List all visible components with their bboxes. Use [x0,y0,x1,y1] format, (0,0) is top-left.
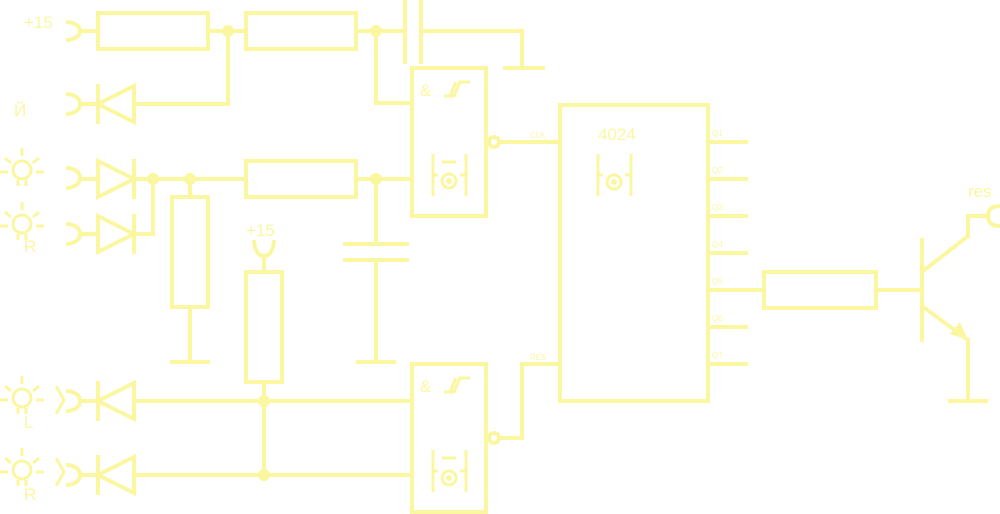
diode-d4 [93,379,136,423]
and1-label: & [420,81,432,100]
resistor-r4 [170,195,210,309]
power-input-top: +15 [24,13,100,43]
pin-q2: Q2 [712,166,723,175]
lamp-icon-1 [0,148,44,186]
diode-d2 [96,157,139,201]
lamp-icon-4 [0,448,44,486]
schmitt-icon-1 [444,80,470,98]
vplus-mid-label: +15 [246,221,275,240]
resistor-r5 [244,270,284,384]
vplus-top-label: +15 [24,13,53,32]
schmitt-icon-2 [444,376,470,394]
lamp-icon-2 [0,202,44,240]
diode-d5 [93,453,136,497]
lamp-icon-3 [0,376,44,414]
diode-d3 [96,212,139,256]
resistor-r2 [244,11,358,51]
pin-clk: CLK [530,131,546,140]
resistor-r1 [96,11,210,51]
pin-q6: Q6 [712,314,723,323]
resistor-r6 [762,270,878,310]
nand-gate-2: & [410,362,501,514]
res-label: res [968,182,992,201]
pin-q4: Q4 [712,240,723,249]
resistor-r3 [244,159,358,199]
switch-icon-2 [54,457,66,487]
lamp-r2-label: R [24,485,36,504]
and2-label: & [420,377,432,396]
connector-res [985,203,1000,229]
counter-chip-4024: 4024 CLK RES [530,103,710,403]
diode-i [93,82,136,126]
pin-q5: Q5 [712,277,723,286]
pin-q7: Q7 [712,351,723,360]
lamp-r1-label: R [24,237,36,256]
npn-transistor [919,214,990,403]
chip-output-pins: Q1 Q2 Q3 Q4 Q5 Q6 Q7 [706,129,766,366]
capacitor-top [403,0,545,70]
chip-name: 4024 [598,125,636,144]
pin-q3: Q3 [712,203,723,212]
pin-reset: RES [530,353,546,362]
connector-mid [251,239,277,259]
capacitor-c2 [343,242,409,262]
switch-icon-1 [54,385,66,415]
nand-gate-1: & [410,66,501,218]
cyrillic-i-label: Й [14,101,26,120]
pin-q1: Q1 [712,129,723,138]
lamp-l-label: L [24,413,33,432]
